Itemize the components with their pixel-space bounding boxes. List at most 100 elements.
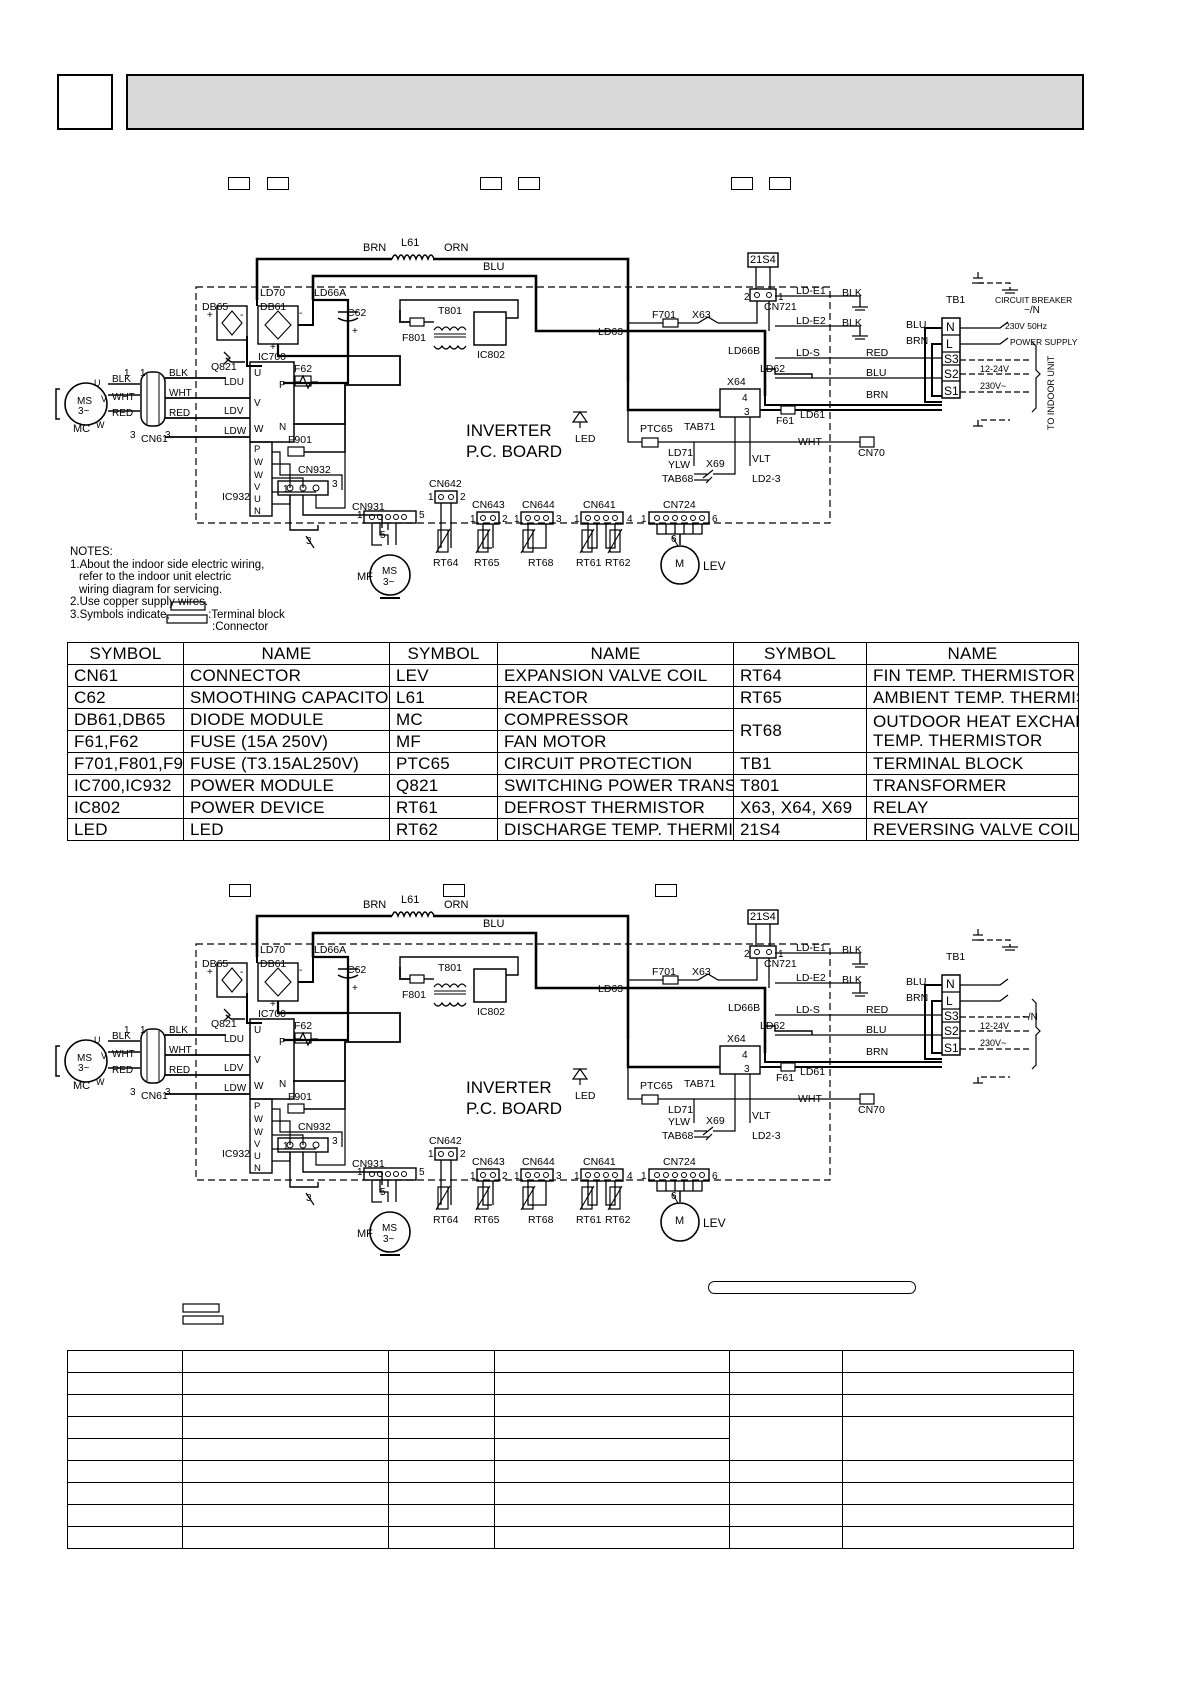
module-pin: W [254,1081,264,1092]
table-cell: FIN TEMP. THERMISTOR [866,664,1079,687]
pin-number: 1 [514,1171,520,1182]
wire-color-label: BRN [906,992,928,1004]
module-pin: U [254,368,261,379]
component-label: CN721 [764,301,797,313]
wire-color-label: RED [866,347,889,359]
pin-number: 3 [332,1136,338,1147]
pin-number: 2 [502,1171,508,1182]
pin-number: 1 [574,1171,580,1182]
connector-label: CN724 [663,1156,696,1168]
pin-number: 1 [140,368,146,379]
wire-color-label: ORN [444,242,469,254]
component-label: LD70 [260,287,285,299]
terminal-label: LDV [224,1063,244,1074]
component-label: CN70 [858,1104,885,1116]
table-row: C62 SMOOTHING CAPACITOR L61 REACTOR RT65… [67,686,1079,709]
pin-number: 1 [357,1167,363,1178]
pin-number: 5 [380,1187,386,1198]
table-row: IC802 POWER DEVICE RT61 DEFROST THERMIST… [67,796,1079,819]
table-cell: Q821 [389,774,498,797]
table-cell [67,1394,183,1417]
table-cell: DISCHARGE TEMP. THERMISTOR [497,818,734,841]
table-cell [182,1394,389,1417]
pin-number: 1 [357,510,363,521]
component-label: LD-E1 [796,285,826,297]
component-label: DB65 [202,301,228,313]
table-row: IC700,IC932 POWER MODULE Q821 SWITCHING … [67,774,1079,797]
neutral-label: ~/N [1022,1012,1038,1023]
terminal-label: S1 [944,384,959,398]
component-label: LD71 [668,447,693,459]
component-label: T801 [438,305,462,317]
pin-number: 2 [744,949,750,960]
table-row [67,1526,1074,1549]
thermistor-label: RT61 [576,557,602,569]
table-cell [494,1416,730,1439]
wire-color-label: WHT [798,1093,822,1105]
pin-number: 2 [744,292,750,303]
pin-number: 3 [744,407,750,418]
pin-number: 4 [627,1171,633,1182]
component-label: F701 [652,309,676,321]
table-cell: COMPRESSOR [497,708,734,731]
compressor-label: MC [73,1080,90,1092]
connector-symbol [182,1315,224,1325]
component-label: X64 [727,376,746,388]
table-cell [494,1394,730,1417]
table-cell: L61 [389,686,498,709]
table-cell [729,1460,843,1483]
reactor-label: L61 [401,894,419,906]
breaker-label: CIRCUIT BREAKER [995,295,1072,305]
component-label: F801 [402,989,426,1001]
pin-number: 1 [641,514,647,525]
table-cell [842,1416,1074,1461]
motor-symbol-text: 3~ [78,1063,90,1074]
component-label: CN721 [764,958,797,970]
fan-motor-label: MF [357,571,373,583]
board-title: P.C. BOARD [466,442,562,461]
table-cell [842,1504,1074,1527]
model-box [731,177,753,190]
component-label: LD-E1 [796,942,826,954]
component-label: Q821 [211,361,237,373]
fan-motor-label: MF [357,1228,373,1240]
connector-label: CN644 [522,1156,555,1168]
pin-number: 4 [742,1050,748,1061]
component-label: LD61 [800,1066,825,1078]
lev-label: LEV [703,559,726,573]
table-cell: F701,F801,F901 [67,752,184,775]
wire-color-label: RED [866,1004,889,1016]
wire-color-label: RED [169,408,190,419]
thermistor-label: RT61 [576,1214,602,1226]
table-cell [729,1394,843,1417]
component-label: DB61 [260,958,286,970]
component-label: LD70 [260,944,285,956]
wire-color-label: BRN [363,242,386,254]
thermistor-label: RT64 [433,1214,459,1226]
terminal-label: S2 [944,367,959,381]
connector-label: CN644 [522,499,555,511]
module-pin: U [254,1025,261,1036]
motor-symbol-text: 3~ [383,1234,395,1245]
board-title: P.C. BOARD [466,1099,562,1118]
model-box [518,177,540,190]
table-cell [67,1460,183,1483]
pin-number: 4 [742,393,748,404]
thermistor-label: RT65 [474,1214,500,1226]
wire-color-label: BLK [842,287,862,299]
table-cell: SWITCHING POWER TRANSISTOR [497,774,734,797]
pin-number: 3 [130,430,136,441]
component-label: LD62 [760,1020,785,1032]
table-cell [842,1350,1074,1373]
terminal-label: S1 [944,1041,959,1055]
wire-color-label: YLW [668,1116,690,1128]
table-cell: RT62 [389,818,498,841]
module-pin: V [254,1139,261,1150]
table-cell [494,1482,730,1505]
blank-label-pill [708,1281,916,1294]
table-cell: PTC65 [389,752,498,775]
pin-number: 6 [712,1171,718,1182]
pin-number: 3 [306,536,312,547]
connector-label: CN641 [583,499,616,511]
